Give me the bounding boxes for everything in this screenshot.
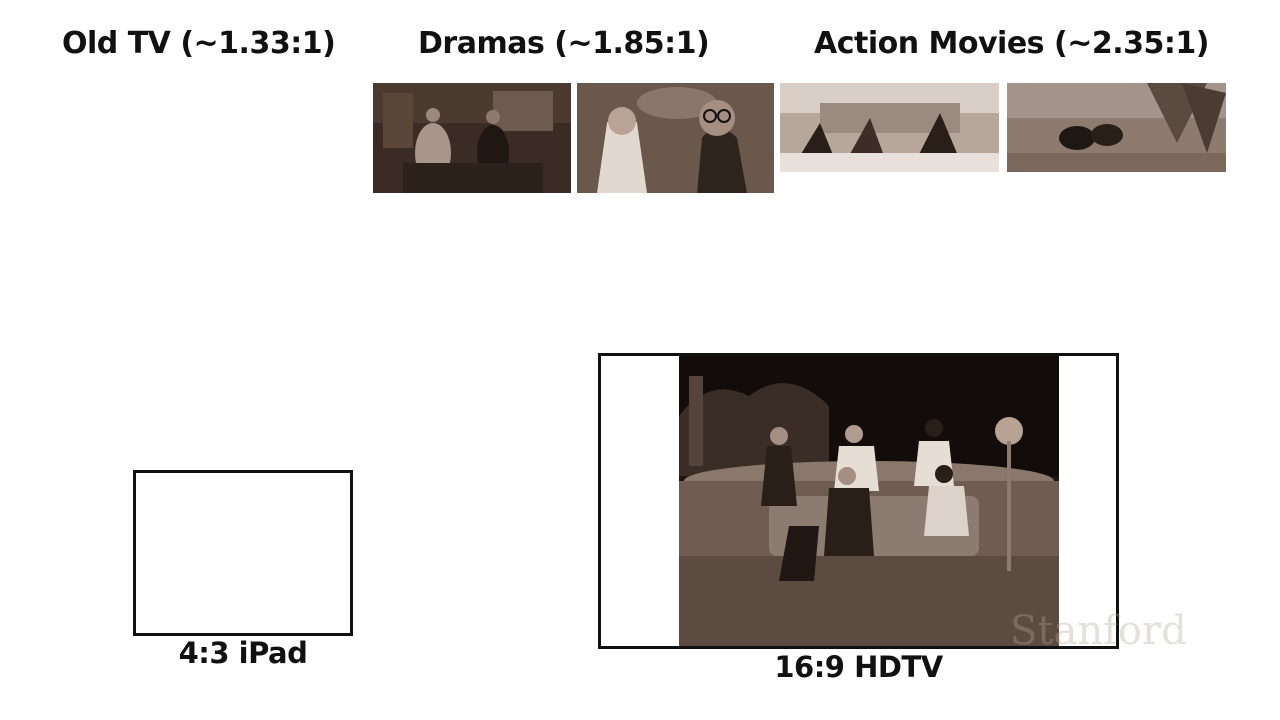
hdtv-frame xyxy=(598,353,1119,649)
action-still-battle xyxy=(780,83,999,172)
drama-still-parlor xyxy=(373,83,571,193)
heading-dramas: Dramas (~1.85:1) xyxy=(418,26,710,61)
heading-action-movies: Action Movies (~2.35:1) xyxy=(814,26,1209,61)
hdtv-pillarboxed-content xyxy=(679,356,1059,646)
heading-old-tv: Old TV (~1.33:1) xyxy=(62,26,336,61)
ipad-frame xyxy=(133,470,353,636)
stanford-watermark: Stanford xyxy=(1010,608,1187,654)
ipad-label: 4:3 iPad xyxy=(178,636,308,670)
drama-still-animated-couple xyxy=(577,83,774,193)
action-still-chase xyxy=(1007,83,1226,172)
hdtv-label: 16:9 HDTV xyxy=(774,650,943,684)
